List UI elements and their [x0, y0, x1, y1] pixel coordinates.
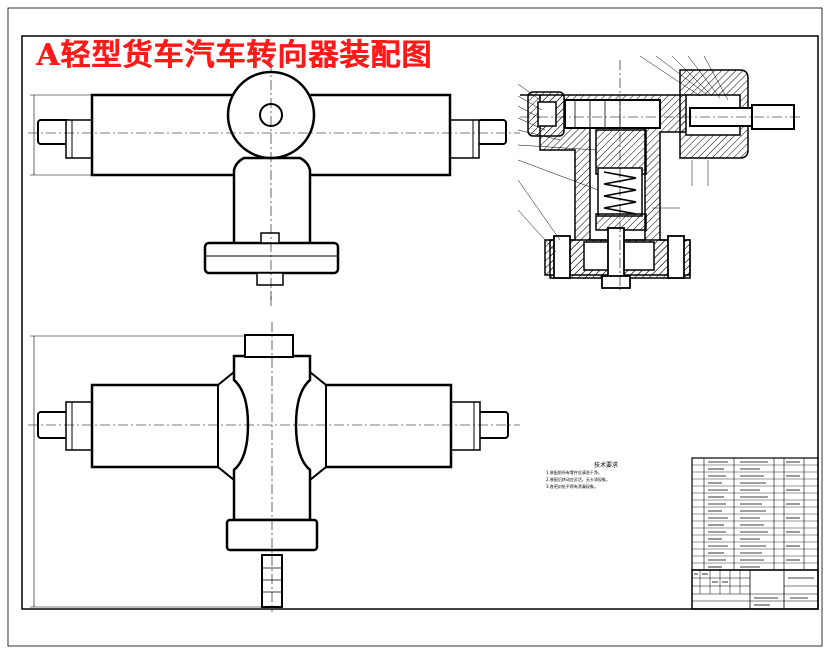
front-view — [37, 70, 507, 286]
technical-requirements: 技术要求 1.装配前所有零件应清洗干净。 2.装配后转动应灵活，无卡滞现象。 3… — [546, 460, 656, 490]
parts-list-entries — [708, 461, 800, 568]
technical-requirement-3: 3.各密封处不得有渗漏现象。 — [546, 484, 598, 489]
front-view-dimensions — [30, 94, 272, 306]
title-block — [691, 569, 819, 610]
title-block-entries — [694, 573, 814, 606]
section-view — [520, 69, 795, 289]
top-view — [37, 334, 509, 608]
section-view-centerlines — [520, 60, 800, 290]
drawing-title: A轻型货车汽车转向器装配图 — [36, 38, 433, 73]
technical-requirement-2: 2.装配后转动应灵活，无卡滞现象。 — [546, 477, 610, 482]
top-view-dimensions — [30, 335, 262, 608]
front-view-centerlines — [28, 62, 520, 300]
technical-requirements-heading: 技术要求 — [593, 462, 618, 469]
top-view-centerlines — [28, 322, 520, 612]
section-view-leaders — [517, 55, 729, 253]
inner-border — [21, 35, 819, 610]
outer-border — [7, 7, 823, 647]
technical-requirement-1: 1.装配前所有零件应清洗干净。 — [546, 470, 602, 475]
